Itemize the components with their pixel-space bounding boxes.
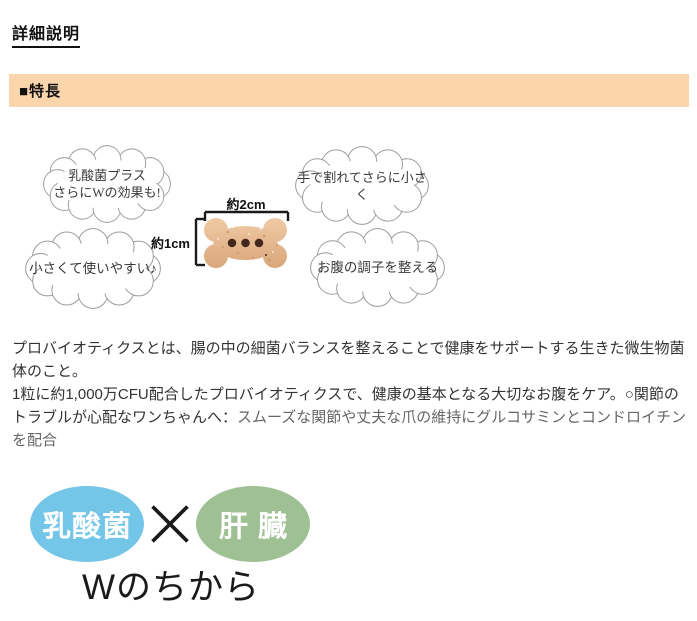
w-power-ellipses: 乳酸菌 肝臓 <box>30 486 312 562</box>
section-header-features: ■特長 <box>9 74 689 107</box>
liver-label: 肝臓 <box>218 511 297 543</box>
description-paragraph-2-sub: スムーズな関節や丈夫な爪の維持にグルコサミンとコンドロイチンを配合 <box>12 409 686 449</box>
height-measure-label: 約1cm <box>150 236 190 251</box>
feature-bubble-stomach: お腹の調子を整える <box>310 228 445 307</box>
feature-bubble-text: お腹の調子を整える <box>316 260 439 275</box>
w-power-graphic: 乳酸菌 肝臓 Wのちから <box>30 486 312 610</box>
liver-ellipse: 肝臓 <box>196 486 310 562</box>
lactic-acid-label: 乳酸菌 <box>41 511 132 543</box>
description-text: プロバイオティクスとは、腸の中の細菌バランスを整えることで健康をサポートする生き… <box>12 337 687 452</box>
description-paragraph-2-main: 1粒に約1,000万CFU配合したプロバイオティクスで、健康の基本となる大切なお… <box>12 386 679 426</box>
multiply-icon-glyph <box>151 505 189 543</box>
page-title: 詳細説明 <box>12 10 697 48</box>
description-paragraph-1: プロバイオティクスとは、腸の中の細菌バランスを整えることで健康をサポートする生き… <box>12 340 685 380</box>
feature-bubble-text: 小さくて使いやすい♪ <box>29 261 157 276</box>
feature-bubble-small: 小さくて使いやすい♪ <box>25 228 161 309</box>
section-heading-label: ■特長 <box>19 83 62 100</box>
feature-bubble-lactic: 乳酸菌プラス さらにWの効果も! <box>43 145 171 223</box>
bone-treat-image <box>204 218 287 268</box>
description-paragraph-2: 1粒に約1,000万CFU配合したプロバイオティクスで、健康の基本となる大切なお… <box>12 383 687 452</box>
w-power-caption: Wのちから <box>81 568 261 607</box>
multiply-icon <box>144 498 196 550</box>
width-measure-label: 約2cm <box>226 197 266 212</box>
lactic-acid-ellipse: 乳酸菌 <box>30 486 144 562</box>
feature-bubble-text: 手で割れてさらに小さく <box>297 169 427 202</box>
product-illustration: 乳酸菌プラス さらにWの効果も! 小さくて使いやすい♪ 手で割れてさらに小さく … <box>0 135 697 317</box>
feature-bubble-text: 乳酸菌プラス さらにWの効果も! <box>53 168 161 200</box>
feature-bubble-breakable: 手で割れてさらに小さく <box>295 146 429 225</box>
